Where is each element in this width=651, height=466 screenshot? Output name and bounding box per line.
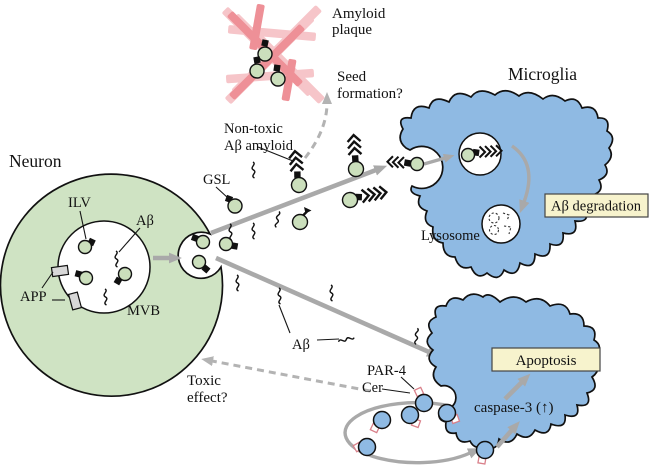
arrow-neuron-to-apoptotic-cell — [215, 255, 440, 357]
apoptosis-box — [491, 347, 601, 372]
gsl-pointer — [215, 186, 229, 199]
abeta-degradation-box — [544, 193, 649, 218]
label-nontoxic-line2: Aβ amyloid — [224, 138, 294, 154]
caspase-arrow — [495, 421, 520, 449]
blue-vesicle — [475, 440, 495, 465]
endosome — [458, 132, 502, 176]
abeta-free-pointer — [278, 304, 291, 334]
label-caspase3: caspase-3 (↑) — [474, 400, 554, 416]
endosome-exosome — [460, 144, 503, 163]
released-exosome — [218, 236, 239, 252]
label-par4: PAR-4 — [367, 363, 407, 379]
label-abeta-mvb: Aβ — [136, 213, 154, 229]
label-microglia: Microglia — [508, 64, 577, 84]
label-lysosome: Lysosome — [421, 228, 480, 244]
uptake-arrow — [423, 153, 455, 166]
plaque-exosome — [249, 56, 265, 79]
label-toxic-line2: effect? — [187, 390, 228, 406]
arrow-neuron-to-microglia — [210, 165, 388, 236]
label-nontoxic-line1: Non-toxic — [224, 121, 283, 137]
free-exosome — [291, 207, 312, 231]
lysosome-degraded-contents — [488, 212, 512, 236]
released-exosome — [191, 254, 211, 274]
label-ilv: ILV — [68, 195, 91, 211]
label-amyloid-plaque-line1: Amyloid — [332, 6, 386, 22]
plaque-fibrils — [222, 3, 325, 104]
app-protein — [50, 264, 70, 278]
endosome-to-lysosome-arrow — [510, 144, 531, 214]
seed-formation-arrow — [303, 92, 332, 159]
blue-vesicle — [400, 405, 422, 429]
app-pointer — [41, 271, 54, 289]
amyloid-fibril-exosome — [287, 149, 308, 194]
blue-vesicle — [437, 403, 461, 425]
plaque-exosome — [270, 64, 286, 87]
par4-pointer — [400, 376, 415, 390]
blue-vesicle — [369, 410, 392, 434]
label-abeta-free: Aβ — [292, 337, 310, 353]
gsl-exosome — [224, 194, 243, 214]
neuron-cell — [0, 173, 239, 398]
ilv-vesicle — [74, 270, 94, 286]
abeta-mvb-pointer — [118, 227, 141, 253]
ilv-vesicle — [113, 266, 133, 286]
ilv-pointer — [79, 210, 87, 240]
app-protein — [67, 291, 83, 311]
amyloid-fibril-exosome — [345, 133, 365, 178]
label-amyloid-plaque-line2: plaque — [332, 22, 372, 38]
label-seed-line1: Seed — [337, 69, 367, 85]
lysosome — [481, 204, 521, 244]
label-abeta-degradation: Aβ degradation — [551, 199, 642, 215]
amyloid-fibril-exosome — [341, 184, 389, 209]
nontoxic-pointer — [257, 146, 294, 162]
toxic-effect-arrow — [201, 356, 371, 393]
label-seed-line2: formation? — [337, 86, 403, 102]
label-toxic-line1: Toxic — [187, 373, 221, 389]
label-cer: Cer — [362, 380, 383, 396]
caspase-arrow — [503, 373, 531, 401]
released-exosome — [190, 233, 211, 250]
ilv-vesicle — [77, 237, 96, 255]
label-apoptosis: Apoptosis — [516, 353, 577, 369]
cer-pointer — [381, 388, 411, 394]
plaque-exosome — [257, 39, 273, 62]
blue-vesicle — [413, 386, 434, 413]
vesicle-train-arrow — [343, 400, 481, 465]
phagocytosed-exosome — [386, 155, 425, 172]
label-gsl: GSL — [203, 172, 230, 188]
blue-vesicle — [352, 437, 377, 457]
label-mvb: MVB — [127, 303, 160, 319]
microglia-cell — [399, 89, 614, 279]
label-app: APP — [20, 289, 47, 305]
amyloid-plaque — [222, 3, 325, 104]
label-neuron: Neuron — [9, 151, 62, 171]
abeta-free-pointer — [316, 338, 340, 341]
